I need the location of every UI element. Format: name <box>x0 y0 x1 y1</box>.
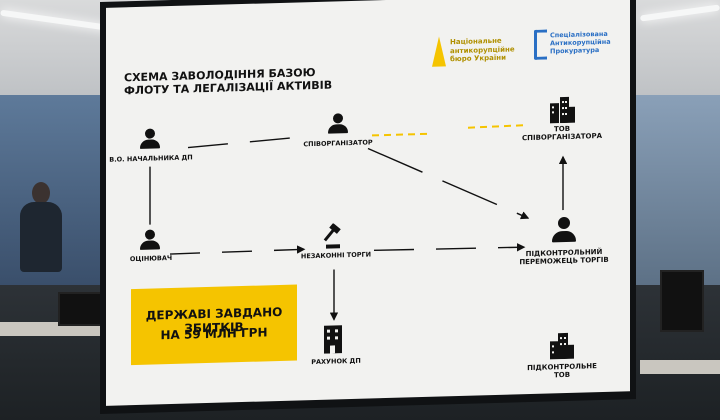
dashed-link-head-coorganizer <box>188 136 311 147</box>
desk-monitor <box>660 270 704 332</box>
presentation-slide: Схема заволодіння базою флоту та легаліз… <box>106 0 630 406</box>
arrow-auction-winner <box>374 246 524 251</box>
person-icon <box>552 217 576 246</box>
office-window <box>632 95 720 285</box>
building-icon <box>548 331 576 360</box>
loss-banner: Державі завдано збитків на 59 млн грн <box>131 284 297 365</box>
gavel-icon <box>318 223 344 250</box>
yellow-dashed-links <box>372 125 528 135</box>
node-label-winner: Підконтрольний переможець торгів <box>510 248 618 267</box>
arrow-appraiser-auction <box>170 249 304 254</box>
person-icon <box>328 113 348 136</box>
desk <box>640 360 720 374</box>
arrow-coorganizer-winner <box>368 144 528 222</box>
building-icon <box>322 323 344 354</box>
yellow-dash-left <box>372 134 428 136</box>
node-label-controlled-tov: Підконтрольне ТОВ <box>514 362 610 381</box>
standing-person <box>18 180 64 290</box>
node-label-tov-co-organizer: ТОВ співорганізатора <box>514 124 610 143</box>
person-icon <box>140 128 160 151</box>
person-icon <box>140 229 160 252</box>
building-icon <box>548 95 576 124</box>
desk-monitor <box>58 292 102 326</box>
tv-display: Схема заволодіння базою флоту та легаліз… <box>100 0 636 414</box>
